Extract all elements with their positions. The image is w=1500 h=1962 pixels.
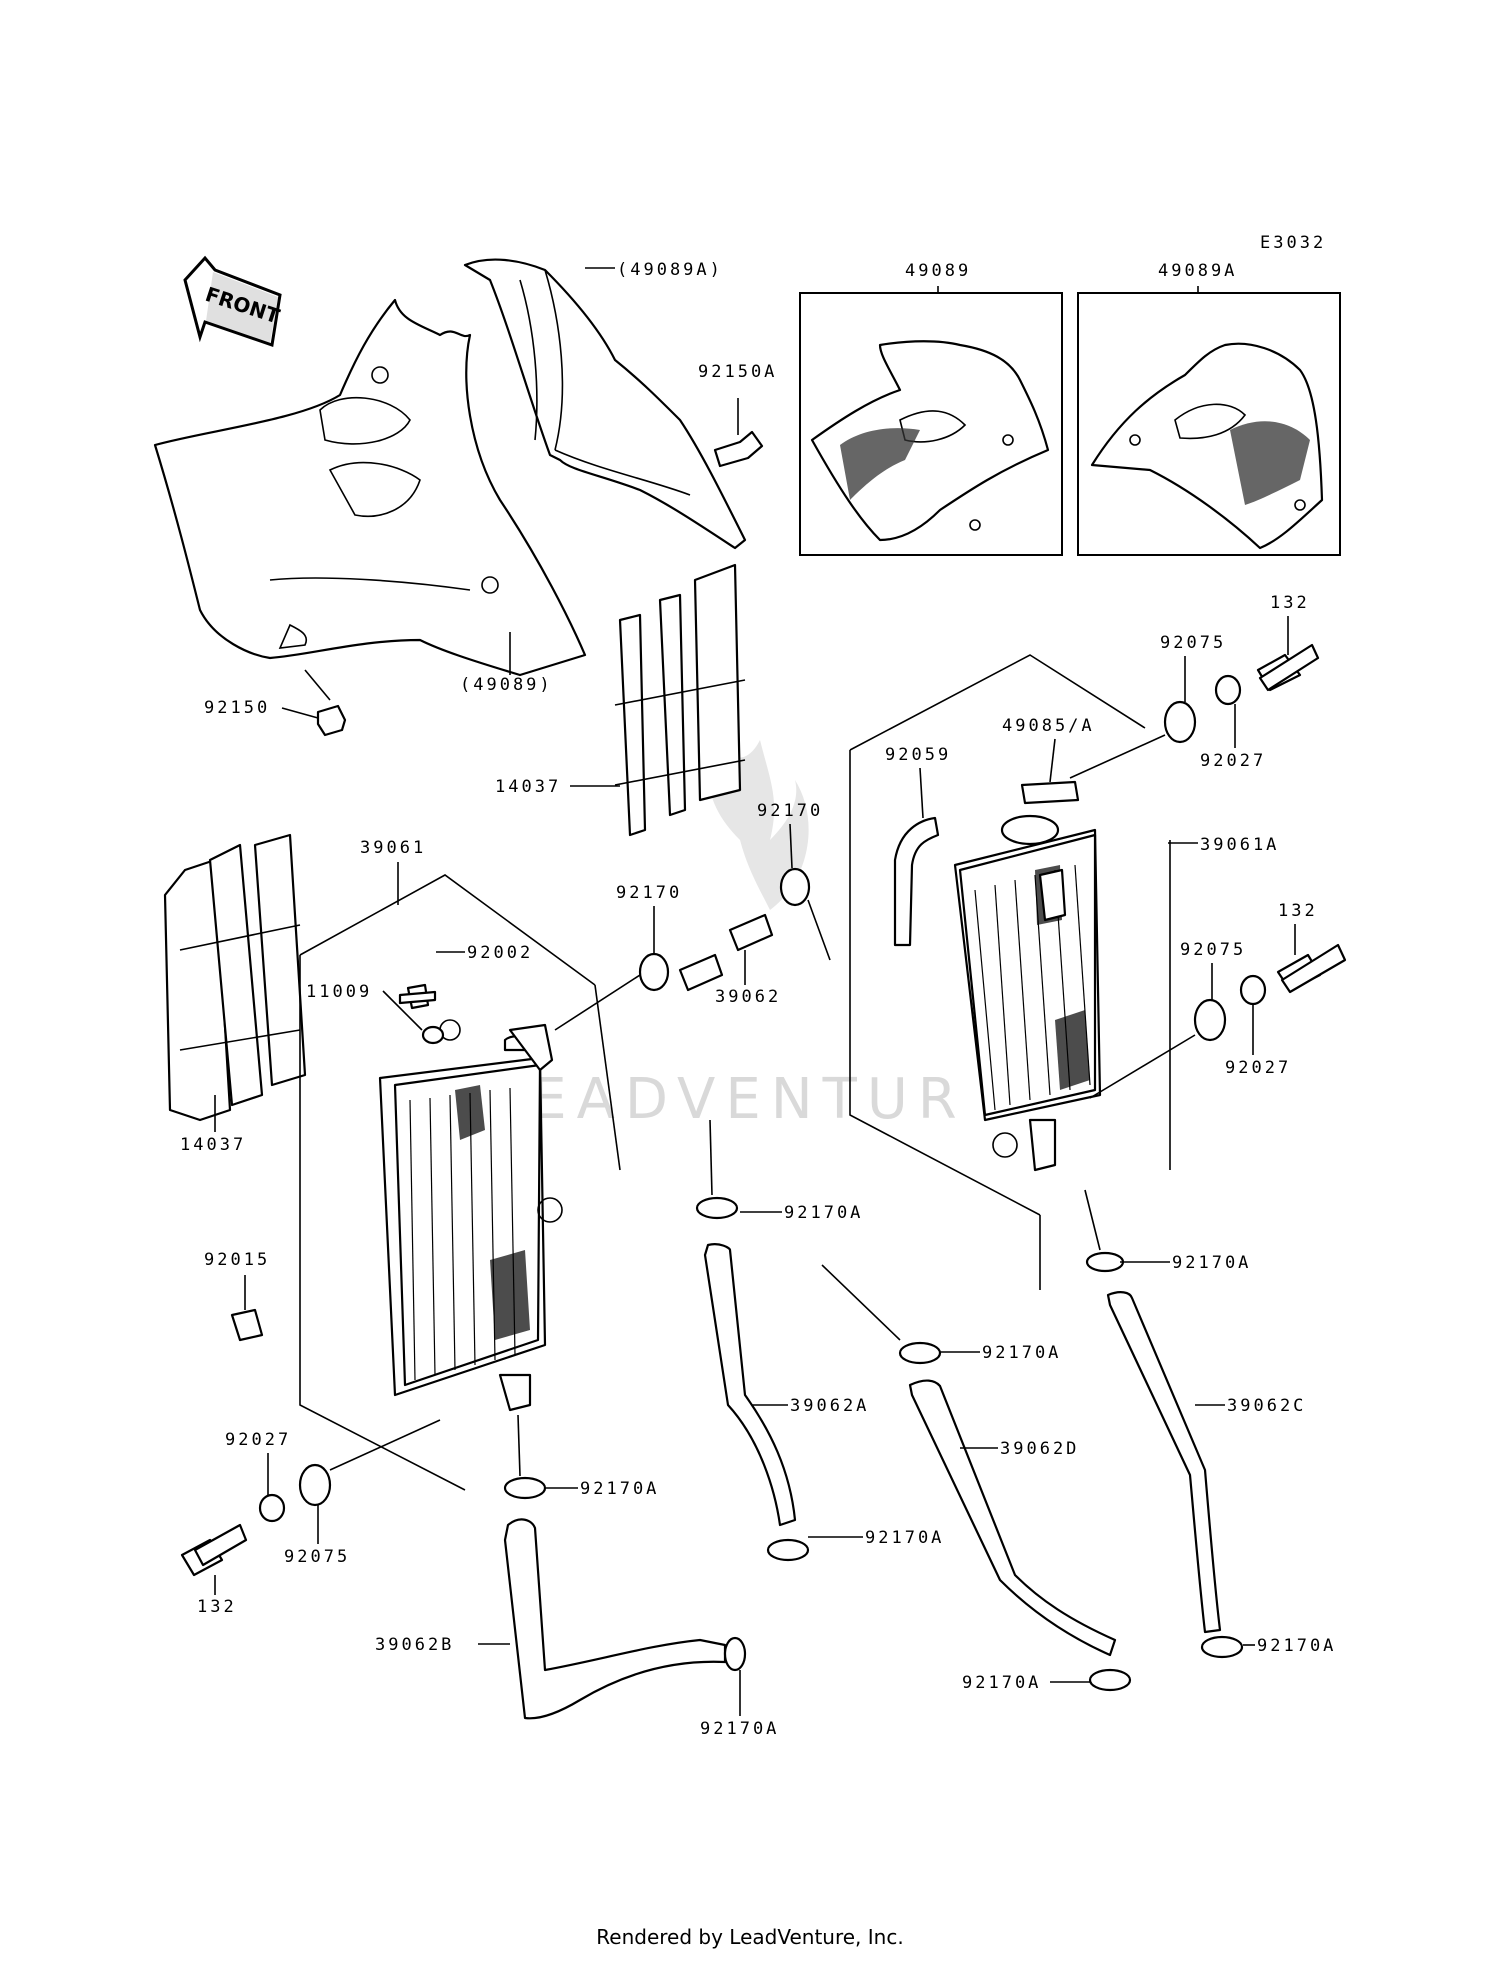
label-49085a: 49085/A [1002,716,1095,736]
watermark-text: LEADVENTUR [490,1067,967,1132]
label-49089a-paren: (49089A) [617,260,723,280]
collar-92027-bottom [258,1493,286,1523]
grille-left [163,833,307,1122]
label-132-top: 132 [1270,593,1310,613]
label-39062c: 39062C [1227,1396,1306,1416]
label-39061a: 39061A [1200,835,1279,855]
label-92075-right: 92075 [1180,940,1246,960]
label-39062d: 39062D [1000,1439,1079,1459]
label-49089-box: 49089 [905,261,971,281]
hose-92059 [893,816,940,947]
radiator-right [849,654,1171,1290]
label-92170a-5: 92170A [865,1528,944,1548]
grommet-92075-bottom [298,1419,441,1507]
label-92170a-7: 92170A [962,1673,1041,1693]
clamp-92170-mid [554,952,670,1031]
bolt-132-bottom [180,1523,248,1577]
hose-39062b [503,1414,747,1720]
footer-credit: Rendered by LeadVenture, Inc. [596,1925,904,1949]
label-14037-left: 14037 [180,1135,246,1155]
label-92170a-2: 92170A [1172,1253,1251,1273]
hose-39062 [678,913,774,992]
hose-39062a [695,1119,810,1562]
label-11009: 11009 [306,982,372,1002]
collar-92027-right [1239,974,1267,1006]
label-92170a-6: 92170A [1257,1636,1336,1656]
bolt-92150a [713,398,764,468]
label-92170-mid: 92170 [616,883,682,903]
label-39062: 39062 [715,987,781,1007]
hose-39062c [1084,1189,1244,1659]
label-14037-center: 14037 [495,777,561,797]
bolt-92150 [304,669,347,737]
radiator-left [299,874,621,1491]
label-92150a: 92150A [698,362,777,382]
label-92075-bottom: 92075 [284,1547,350,1567]
label-39061: 39061 [360,838,426,858]
bolt-132-top [1256,643,1320,692]
label-92150: 92150 [204,698,270,718]
label-92027-bottom: 92027 [225,1430,291,1450]
box-49089 [799,292,1063,556]
label-92170a-8: 92170A [700,1719,779,1739]
cap-92002 [398,983,437,1010]
grommet-49085a [1020,780,1080,805]
collar-92027-top [1214,674,1242,706]
label-39062b: 39062B [375,1635,454,1655]
shroud-left [153,298,587,677]
label-92059: 92059 [885,745,951,765]
label-92027-top: 92027 [1200,751,1266,771]
label-92075-top: 92075 [1160,633,1226,653]
label-92170a-3: 92170A [982,1343,1061,1363]
label-92170a-4: 92170A [580,1479,659,1499]
clamp-92170-upper [779,867,831,961]
clip-92015 [230,1308,264,1342]
grille-center [614,563,746,837]
shroud-right [463,258,747,550]
label-92170a-1: 92170A [784,1203,863,1223]
hose-39062d [821,1264,1132,1692]
label-49089-paren: (49089) [460,675,553,695]
washer-11009 [421,1025,445,1045]
label-92015: 92015 [204,1250,270,1270]
grommet-92075-top [1069,700,1197,779]
bolt-132-right [1276,943,1347,994]
box-49089a [1077,292,1341,556]
labels: (49089) (49089A) 92150A 49089 49089A 921… [180,260,1336,1739]
label-39062a: 39062A [790,1396,869,1416]
front-arrow-icon: FRONT [183,255,283,347]
label-132-bottom: 132 [197,1597,237,1617]
diagram-code: E3032 [1260,233,1326,253]
label-92027-right: 92027 [1225,1058,1291,1078]
grommet-92075-right [1089,998,1227,1099]
label-49089a-box: 49089A [1158,261,1237,281]
label-132-right: 132 [1278,901,1318,921]
label-92002: 92002 [467,943,533,963]
label-92170-upper: 92170 [757,801,823,821]
